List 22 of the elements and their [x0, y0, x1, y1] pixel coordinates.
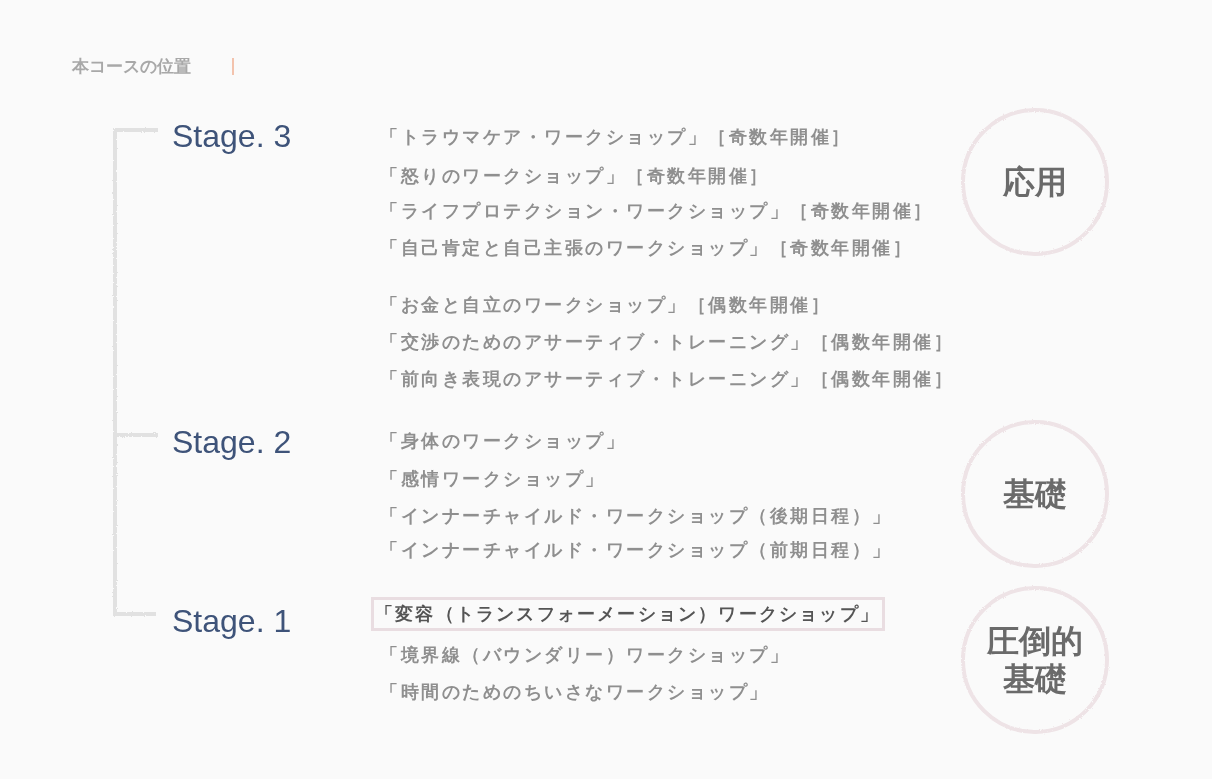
section-title: 本コースの位置	[72, 55, 191, 77]
level-label: 応用	[1002, 163, 1068, 201]
course-title: 「ライフプロテクション・ワークショップ」［奇数年開催］	[380, 200, 934, 223]
stage-label: Stage. 3	[172, 118, 292, 154]
course-title: 「トラウマケア・ワークショップ」［奇数年開催］	[380, 126, 852, 149]
stage-label: Stage. 2	[172, 424, 292, 460]
course-title: 「怒りのワークショップ」［奇数年開催］	[380, 165, 770, 188]
course-title: 「自己肯定と自己主張のワークショップ」［奇数年開催］	[380, 237, 913, 260]
course-title: 「身体のワークショップ」	[380, 430, 626, 453]
course-title: 「感情ワークショップ」	[380, 468, 606, 491]
stage-label: Stage. 1	[172, 603, 292, 639]
course-title: 「時間のためのちいさなワークショップ」	[380, 681, 770, 704]
course-title: 「インナーチャイルド・ワークショップ（前期日程）」	[380, 539, 893, 562]
course-title: 「インナーチャイルド・ワークショップ（後期日程）」	[380, 505, 893, 528]
course-title: 「境界線（バウンダリー）ワークショップ」	[380, 644, 790, 667]
course-title: 「交渉のためのアサーティブ・トレーニング」［偶数年開催］	[380, 331, 954, 354]
level-label: 圧倒的基礎	[986, 622, 1084, 698]
course-title: 「お金と自立のワークショップ」［偶数年開催］	[380, 294, 831, 317]
course-title: 「変容（トランスフォーメーション）ワークショップ」	[375, 603, 880, 625]
highlight-box	[371, 597, 885, 631]
course-title: 「前向き表現のアサーティブ・トレーニング」［偶数年開催］	[380, 368, 954, 391]
level-label: 基礎	[1002, 475, 1068, 513]
